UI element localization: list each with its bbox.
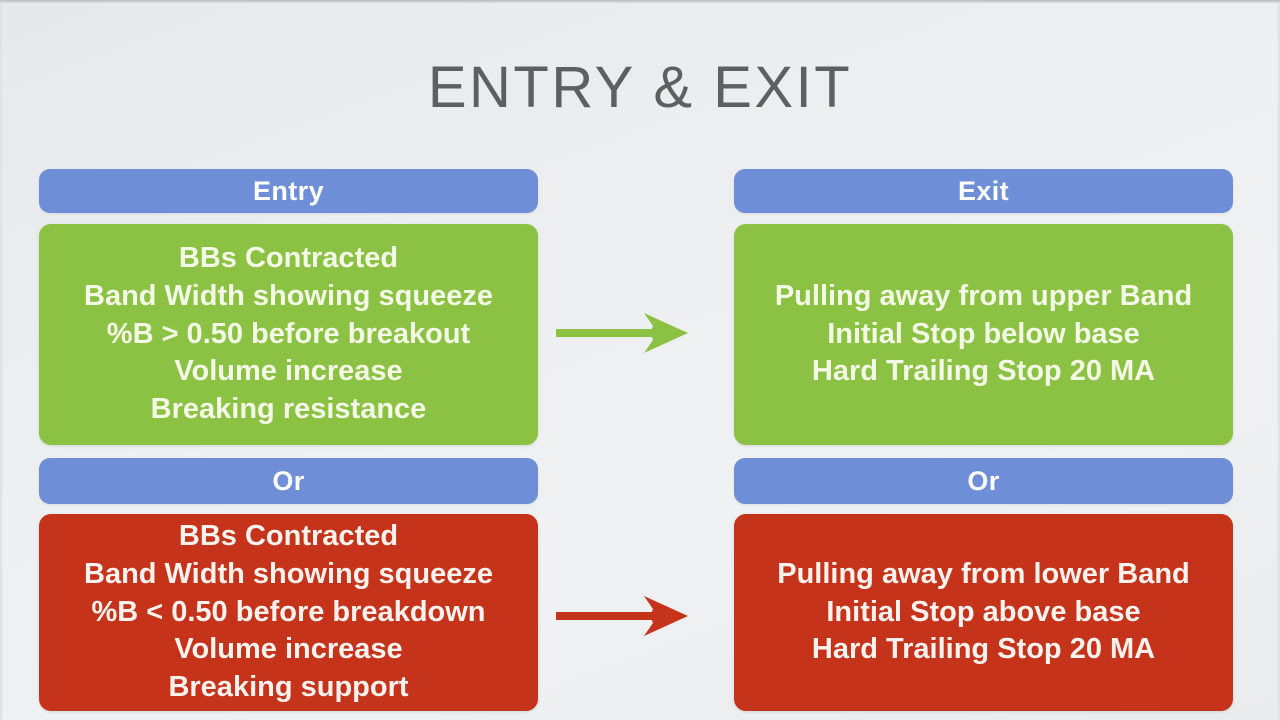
entry-column-divider: Or: [39, 458, 538, 504]
exit-bear-line-3: Hard Trailing Stop 20 MA: [811, 633, 1156, 666]
entry-bear-line-5: Breaking support: [168, 671, 409, 704]
entry-bull-line-3: %B > 0.50 before breakout: [106, 317, 471, 350]
entry-bull-line-2: Band Width showing squeeze: [84, 279, 493, 312]
entry-bearish-conditions-box: BBs Contracted Band Width showing squeez…: [39, 514, 538, 711]
page-title: ENTRY & EXIT: [427, 55, 853, 120]
exit-bullish-rules-box: Pulling away from upper Band Initial Sto…: [734, 224, 1233, 445]
entry-header-label: Entry: [252, 175, 325, 206]
right-edge-strip: [1277, 3, 1280, 720]
entry-bear-line-3: %B < 0.50 before breakdown: [91, 595, 486, 628]
entry-bullish-conditions-box: BBs Contracted Band Width showing squeez…: [39, 224, 538, 445]
exit-column-header: Exit: [734, 169, 1233, 213]
green-right-arrow-icon: [556, 310, 688, 356]
top-edge-strip: [0, 0, 1280, 3]
exit-bull-line-2: Initial Stop below base: [827, 317, 1140, 350]
entry-bull-line-1: BBs Contracted: [178, 242, 399, 275]
exit-bearish-rules-box: Pulling away from lower Band Initial Sto…: [734, 514, 1233, 711]
red-right-arrow-icon: [556, 593, 688, 639]
exit-bear-line-1: Pulling away from lower Band: [777, 557, 1190, 590]
exit-divider-label: Or: [967, 465, 1000, 496]
exit-bull-line-3: Hard Trailing Stop 20 MA: [811, 355, 1156, 388]
entry-divider-label: Or: [272, 465, 305, 496]
exit-header-label: Exit: [957, 175, 1010, 206]
exit-column-divider: Or: [734, 458, 1233, 504]
entry-bear-line-1: BBs Contracted: [178, 520, 399, 553]
entry-bull-line-4: Volume increase: [174, 355, 403, 388]
exit-bear-line-2: Initial Stop above base: [826, 595, 1141, 628]
entry-column-header: Entry: [39, 169, 538, 213]
entry-bear-line-2: Band Width showing squeeze: [84, 557, 493, 590]
left-edge-strip: [0, 3, 3, 720]
exit-bull-line-1: Pulling away from upper Band: [774, 279, 1193, 312]
entry-bull-line-5: Breaking resistance: [150, 393, 427, 426]
entry-bear-line-4: Volume increase: [174, 633, 403, 666]
